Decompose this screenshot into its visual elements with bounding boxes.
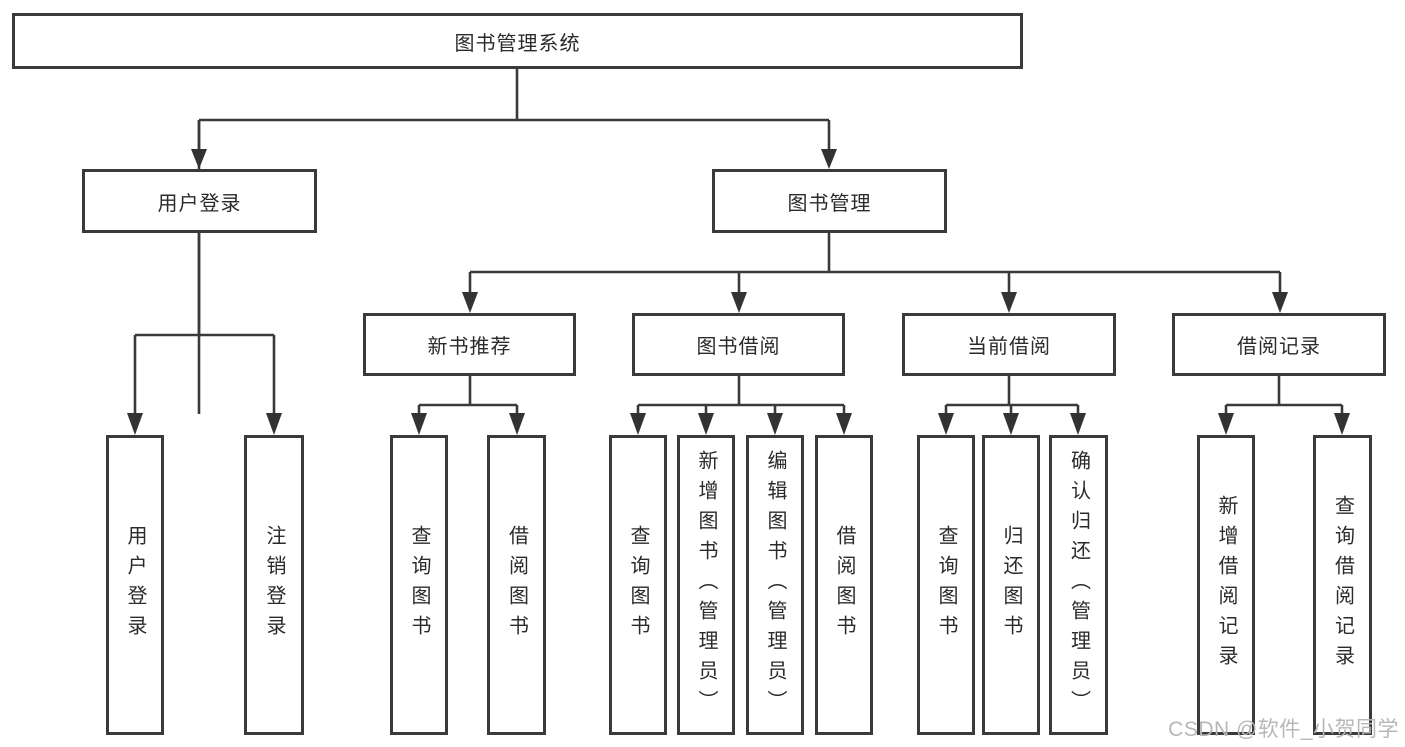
connector-book-mgmt xyxy=(468,233,1282,293)
node-label: 借阅记录 xyxy=(1237,336,1321,358)
node-label: 图书借阅 xyxy=(696,336,781,358)
node-label: 查询图书 xyxy=(408,525,430,645)
arrowhead xyxy=(836,413,852,435)
connector-records xyxy=(1224,376,1344,414)
connector-new-book xyxy=(417,376,519,414)
node-label: 查询借阅记录 xyxy=(1331,495,1354,675)
connector-borrow xyxy=(636,376,846,414)
arrowhead xyxy=(411,413,427,435)
node-label: 借阅图书 xyxy=(505,525,528,645)
node-current-borrowing: 当前借阅 xyxy=(902,313,1116,376)
node-label: 确认归还（管理员） xyxy=(1067,450,1090,720)
arrowhead xyxy=(821,149,837,169)
node-label: 新增图书（管理员） xyxy=(695,450,717,720)
arrowhead xyxy=(731,292,747,313)
leaf-borrow-books: 借阅图书 xyxy=(815,435,873,735)
node-label: 图书管理系统 xyxy=(454,32,581,55)
node-borrowing-records: 借阅记录 xyxy=(1172,313,1386,376)
arrowhead xyxy=(462,292,478,313)
leaf-add-books-admin: 新增图书（管理员） xyxy=(677,435,735,735)
arrowhead xyxy=(509,413,525,435)
leaf-logout: 注销登录 xyxy=(244,435,304,735)
leaf-edit-books-admin: 编辑图书（管理员） xyxy=(746,435,804,735)
leaf-user-login: 用户登录 xyxy=(106,435,164,735)
arrowhead xyxy=(127,413,143,435)
arrowhead xyxy=(191,149,207,169)
node-label: 用户登录 xyxy=(124,525,146,645)
node-label: 当前借阅 xyxy=(967,336,1051,358)
arrowhead xyxy=(1003,413,1019,435)
arrowhead xyxy=(1334,413,1350,435)
csdn-watermark: CSDN @软件_小贺同学 xyxy=(1168,718,1399,741)
node-label: 查询图书 xyxy=(935,525,957,645)
leaf-query-books-current: 查询图书 xyxy=(917,435,975,735)
node-new-book-recommend: 新书推荐 xyxy=(363,313,576,376)
node-label: 新增借阅记录 xyxy=(1215,495,1237,675)
arrowhead xyxy=(698,413,714,435)
arrowhead xyxy=(1070,413,1086,435)
node-label: 新书推荐 xyxy=(427,336,512,358)
node-label: 图书管理 xyxy=(787,192,872,215)
arrowhead xyxy=(1001,292,1017,313)
node-label: 编辑图书（管理员） xyxy=(764,450,786,720)
arrowhead xyxy=(630,413,646,435)
leaf-query-books-recommend: 查询图书 xyxy=(390,435,448,735)
node-label: 归还图书 xyxy=(1000,525,1022,645)
arrowhead xyxy=(1272,292,1288,313)
leaf-return-books: 归还图书 xyxy=(982,435,1040,735)
leaf-add-borrow-record: 新增借阅记录 xyxy=(1197,435,1255,735)
node-label: 注销登录 xyxy=(263,525,285,645)
leaf-confirm-return-admin: 确认归还（管理员） xyxy=(1049,435,1108,735)
node-label: 借阅图书 xyxy=(833,525,855,645)
connector-current xyxy=(944,376,1080,414)
node-label: 用户登录 xyxy=(157,192,242,215)
leaf-query-books-borrow: 查询图书 xyxy=(609,435,667,735)
connector-user-login xyxy=(133,233,276,414)
arrowhead xyxy=(1218,413,1234,435)
leaf-query-borrow-record: 查询借阅记录 xyxy=(1313,435,1372,735)
node-book-borrowing: 图书借阅 xyxy=(632,313,845,376)
arrowhead xyxy=(266,413,282,435)
arrowhead xyxy=(767,413,783,435)
node-user-login: 用户登录 xyxy=(82,169,317,233)
node-label: 查询图书 xyxy=(627,525,649,645)
node-system-root: 图书管理系统 xyxy=(12,13,1023,69)
arrowhead xyxy=(938,413,954,435)
leaf-borrow-books-recommend: 借阅图书 xyxy=(487,435,546,735)
node-book-management: 图书管理 xyxy=(712,169,947,233)
